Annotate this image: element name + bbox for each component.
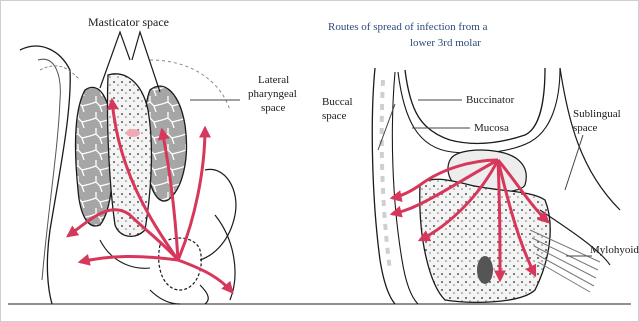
inner-tissue-line — [38, 59, 60, 280]
buccal-space-label-line1: Buccal — [322, 96, 353, 109]
figure-title-line2: lower 3rd molar — [410, 36, 481, 50]
tongue-outline — [560, 68, 620, 210]
sublingual-leader — [565, 135, 583, 190]
mylohyoid-label: Mylohyoid — [590, 244, 639, 257]
figure-title-line1: Routes of spread of infection from a — [328, 20, 487, 34]
arrow-lateral-low — [80, 256, 178, 262]
lateral-pharyngeal-label-line3: space — [261, 102, 285, 115]
lateral-pharyngeal-label-line1: Lateral — [258, 74, 289, 87]
buccal-space-label-line2: space — [322, 110, 346, 123]
mandibular-canal — [477, 256, 493, 284]
pharynx-outline — [200, 169, 236, 260]
masticator-space-label: Masticator space — [88, 16, 169, 29]
mucosa-label: Mucosa — [474, 122, 509, 135]
skin-outline — [20, 46, 70, 304]
buccinator-label: Buccinator — [466, 94, 514, 107]
sublingual-space-label-line1: Sublingual — [573, 108, 621, 121]
arrow-downward — [178, 260, 232, 292]
infection-focus — [126, 129, 140, 137]
cheek-outline — [372, 68, 395, 304]
lateral-pharyngeal-label-line2: pharyngeal — [248, 88, 297, 101]
left-panel-illustration — [20, 32, 240, 304]
sublingual-space-label-line2: space — [573, 122, 597, 135]
mandible-ramus — [107, 74, 151, 236]
